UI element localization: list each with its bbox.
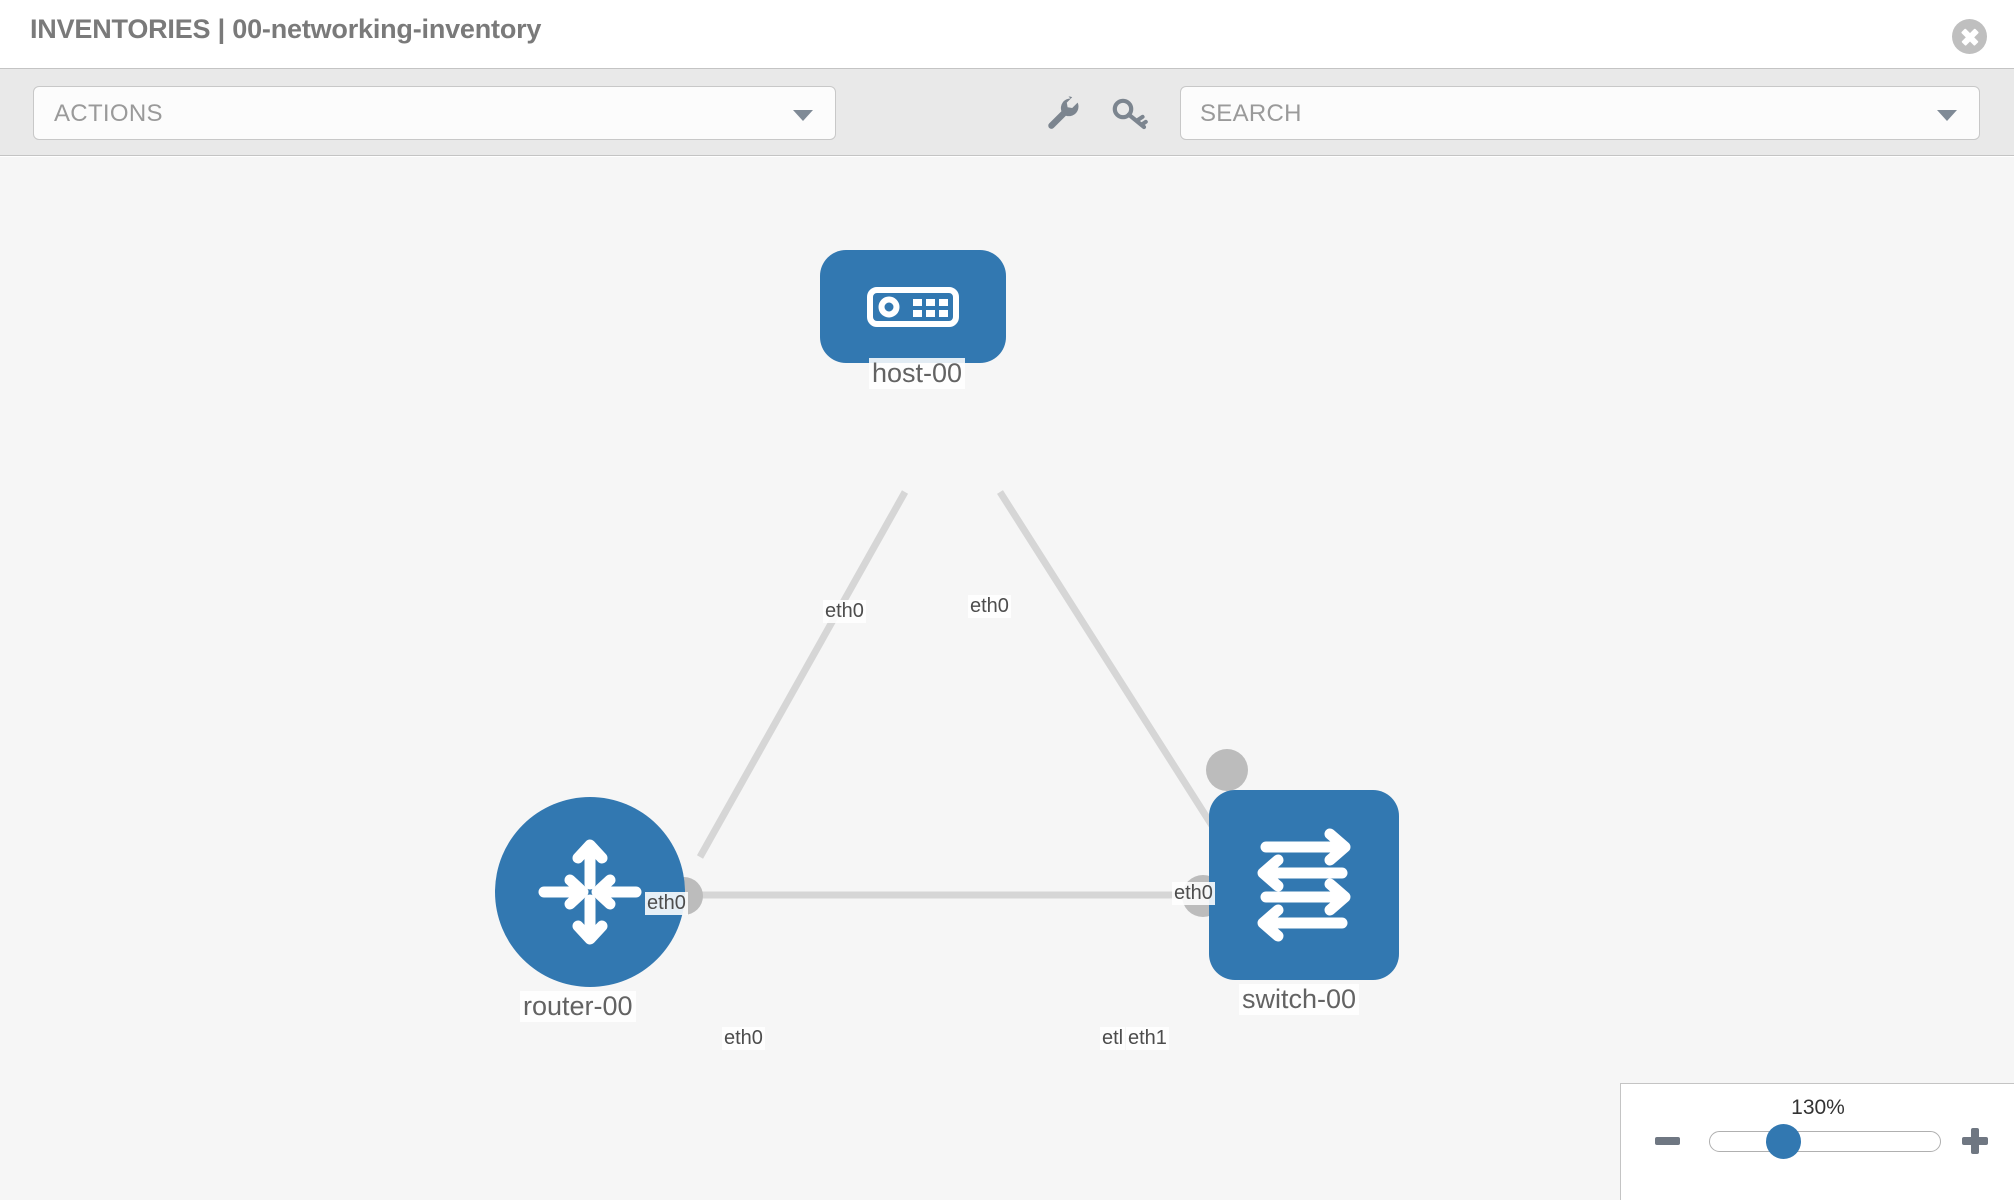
search-placeholder: SEARCH	[1200, 100, 1302, 127]
interface-label: eth0	[722, 1027, 765, 1050]
plus-icon[interactable]	[1962, 1128, 1988, 1154]
edge-host00-router00	[696, 490, 909, 859]
page-title: INVENTORIES | 00-networking-inventory	[30, 14, 542, 44]
actions-dropdown-label: ACTIONS	[54, 100, 163, 127]
node-switch-00-shape[interactable]	[1209, 790, 1399, 980]
minus-icon[interactable]	[1655, 1137, 1680, 1145]
node-host-00-label: host-00	[869, 358, 966, 389]
interface-label: eth0	[823, 600, 866, 623]
zoom-level-value: 130%	[1791, 1096, 1845, 1119]
server-icon	[867, 286, 959, 327]
wrench-icon[interactable]	[1040, 91, 1084, 135]
topology-canvas[interactable]: host-00 rout	[0, 157, 2014, 1200]
router-arrows-icon	[538, 839, 642, 945]
chevron-down-icon	[793, 110, 813, 121]
close-icon[interactable]	[1952, 19, 1987, 54]
zoom-slider-thumb[interactable]	[1766, 1124, 1801, 1159]
search-input[interactable]: SEARCH	[1180, 86, 1980, 140]
interface-label: eth0	[1172, 882, 1215, 905]
node-switch-00[interactable]: switch-00	[1209, 790, 1399, 1015]
chevron-down-icon[interactable]	[1937, 110, 1957, 121]
peg-switch00-nw	[1206, 749, 1248, 791]
edge-host00-switch00	[997, 490, 1235, 859]
switch-arrows-icon	[1257, 828, 1351, 942]
interface-label: eth0	[968, 595, 1011, 618]
zoom-control-panel: 130%	[1620, 1083, 2014, 1200]
node-host-00-shape[interactable]	[820, 250, 1006, 363]
toolbar: ACTIONS SEARCH	[0, 68, 2014, 156]
node-host-00[interactable]: host-00	[820, 250, 1006, 389]
actions-dropdown[interactable]: ACTIONS	[33, 86, 836, 140]
topology-edges	[690, 490, 1235, 899]
node-switch-00-label: switch-00	[1239, 984, 1360, 1015]
interface-label: etl	[1100, 1027, 1126, 1050]
interface-label: eth1	[1126, 1027, 1169, 1050]
interface-label: eth0	[645, 892, 688, 915]
node-router-00-label: router-00	[520, 991, 636, 1022]
page-header: INVENTORIES | 00-networking-inventory	[0, 0, 2014, 68]
key-icon[interactable]	[1108, 91, 1152, 135]
zoom-slider[interactable]	[1709, 1131, 1941, 1152]
